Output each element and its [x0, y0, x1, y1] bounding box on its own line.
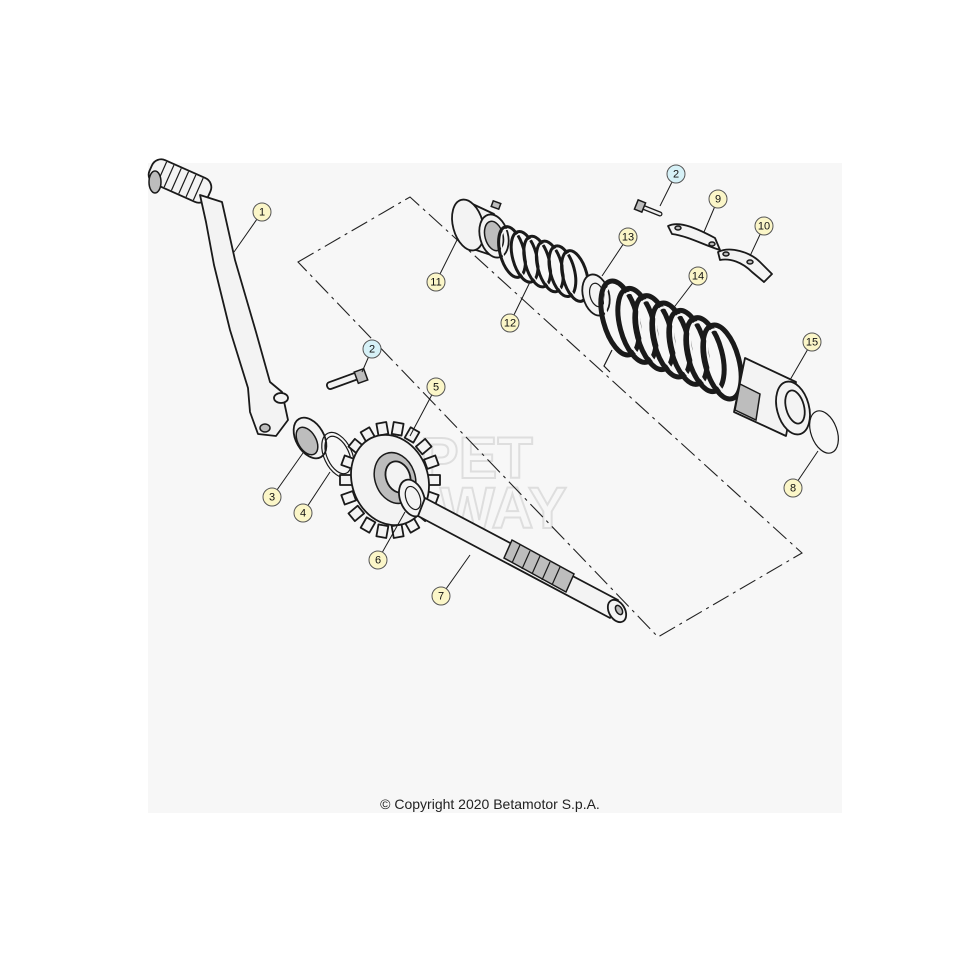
- callout-4: 4: [293, 503, 313, 523]
- diagram-background: [148, 163, 842, 813]
- callout-label: 12: [504, 318, 516, 330]
- callout-circle: [293, 503, 313, 523]
- callout-circle: [708, 189, 728, 209]
- callout-9: 9: [708, 189, 728, 209]
- callout-label: 11: [430, 277, 441, 289]
- callout-label: 8: [790, 483, 796, 495]
- callout-circle: [666, 164, 686, 184]
- watermark: PET WAY: [419, 425, 568, 542]
- assembly-outline: [297, 196, 803, 638]
- callout-circle: [618, 227, 638, 247]
- callout-label: 9: [715, 194, 721, 206]
- callout-circle: [426, 272, 446, 292]
- bolt-upper: [633, 198, 663, 217]
- callout-label: 7: [438, 591, 444, 603]
- large-spring: [598, 278, 744, 402]
- spring-washer: [581, 273, 611, 317]
- callout-11: 11: [426, 272, 446, 292]
- bolt-lower: [326, 367, 369, 390]
- callout-circle: [362, 339, 382, 359]
- callout-label: 2: [673, 169, 679, 181]
- callout-label: 4: [300, 508, 306, 520]
- callout-label: 15: [806, 337, 818, 349]
- callout-13: 13: [618, 227, 638, 247]
- ratchet-bushing: [451, 198, 510, 259]
- callout-circle: [262, 487, 282, 507]
- callout-circle: [500, 313, 520, 333]
- callout-label: 13: [622, 232, 634, 244]
- stop-plate-10: [717, 248, 773, 283]
- callout-label: 2: [369, 344, 375, 356]
- callout-circle: [368, 550, 388, 570]
- callout-label: 1: [259, 207, 265, 219]
- callout-8: 8: [783, 478, 803, 498]
- callout-14: 14: [688, 266, 708, 286]
- callout-15: 15: [802, 332, 822, 352]
- washer: [398, 478, 426, 518]
- callout-label: 6: [375, 555, 381, 567]
- callout-7: 7: [431, 586, 451, 606]
- callout-circle: [754, 216, 774, 236]
- callout-3: 3: [262, 487, 282, 507]
- callout-6: 6: [368, 550, 388, 570]
- stop-plate-9: [667, 223, 721, 251]
- callout-12: 12: [500, 313, 520, 333]
- callout-10: 10: [754, 216, 774, 236]
- callout-1: 1: [252, 202, 272, 222]
- spring-guide: [733, 357, 811, 437]
- callout-label: 3: [269, 492, 275, 504]
- callout-label: 14: [692, 271, 704, 283]
- circlip: [809, 410, 839, 454]
- callout-circle: [252, 202, 272, 222]
- callout-label: 5: [433, 382, 439, 394]
- callout-2: 2: [666, 164, 686, 184]
- callout-label: 10: [758, 221, 770, 233]
- kick-start-lever: [147, 158, 289, 437]
- callout-5: 5: [426, 377, 446, 397]
- callout-circle: [426, 377, 446, 397]
- callout-2: 2: [362, 339, 382, 359]
- callout-circle: [431, 586, 451, 606]
- kick-start-shaft: [417, 497, 628, 624]
- copyright-notice: © Copyright 2020 Betamotor S.p.A.: [380, 796, 600, 812]
- small-spring: [497, 225, 590, 303]
- callout-circle: [802, 332, 822, 352]
- bushing: [292, 416, 328, 460]
- callout-circle: [783, 478, 803, 498]
- callout-circle: [688, 266, 708, 286]
